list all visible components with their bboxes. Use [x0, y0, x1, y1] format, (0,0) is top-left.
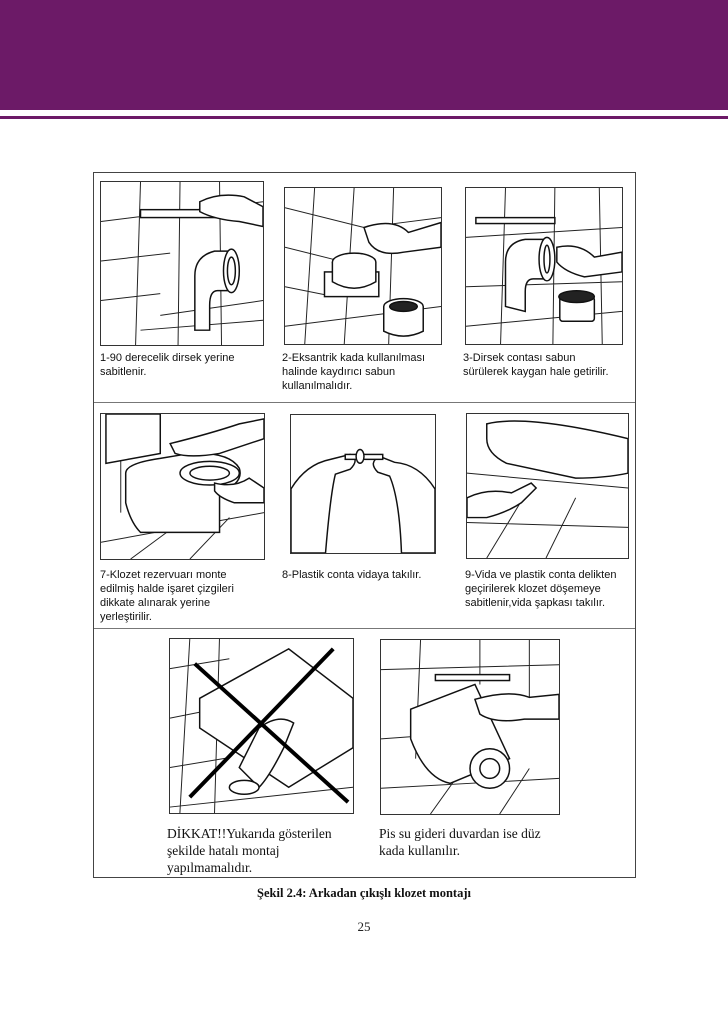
- warning-caption: DİKKAT!!Yukarıda gösterilen şekilde hata…: [167, 825, 367, 876]
- caption-step9: 9-Vida ve plastik conta delikten geçiril…: [465, 568, 637, 610]
- page-number: 25: [0, 919, 728, 935]
- illustration-step9-screw: [466, 413, 629, 559]
- caption-step7: 7-Klozet rezervuarı monte edilmiş halde …: [100, 568, 270, 624]
- row-divider: [94, 402, 635, 403]
- illustration-straight-pipe: [380, 639, 560, 815]
- figure-caption: Şekil 2.4: Arkadan çıkışlı klozet montaj…: [0, 886, 728, 901]
- illustration-step7-reservoir: [100, 413, 265, 560]
- caption-step3: 3-Dirsek contası sabun sürülerek kaygan …: [463, 351, 635, 379]
- caption-step1: 1-90 derecelik dirsek yerine sabitlenir.: [100, 351, 280, 379]
- caption-step2: 2-Eksantrik kada kullanılması halinde ka…: [282, 351, 462, 393]
- illustration-step3-gasket: [465, 187, 623, 345]
- illustration-step8-plastic-seal: [290, 414, 436, 554]
- illustration-step2-soap: [284, 187, 442, 345]
- illustration-wrong-installation: [169, 638, 354, 814]
- figure-frame: 1-90 derecelik dirsek yerine sabitlenir.…: [93, 172, 636, 878]
- caption-step8: 8-Plastik conta vidaya takılır.: [282, 568, 462, 582]
- header-banner: [0, 0, 728, 110]
- illustration-step1-elbow: [100, 181, 264, 346]
- row-divider: [94, 628, 635, 629]
- header-rule: [0, 116, 728, 119]
- note-caption: Pis su gideri duvardan ise düz kada kull…: [379, 825, 579, 859]
